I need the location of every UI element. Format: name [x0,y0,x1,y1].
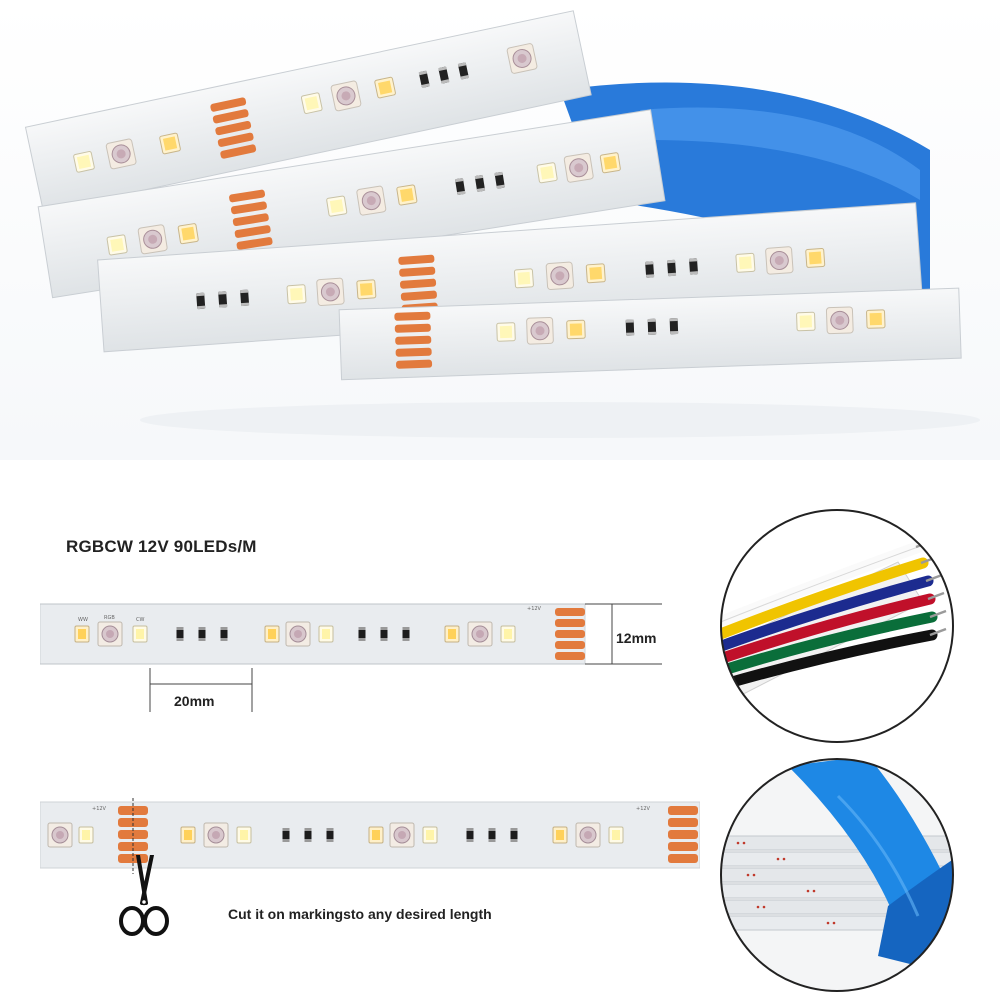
cw-marking: CW [136,617,144,623]
wires-inset-photo [720,509,954,743]
led-strip-reel-photo [0,0,1000,460]
ww-marking: WW [78,617,88,623]
strip-dimension-diagram: WW RGB CW +12V [40,603,662,712]
width-dimension-label: 12mm [616,630,657,646]
scissors-icon [119,855,169,936]
strip-cut-diagram: +12V +12V [40,798,700,874]
adhesive-tape-inset-photo [720,758,954,992]
voltage-marking-right: +12V [636,806,651,812]
voltage-marking-left: +12V [92,806,107,812]
voltage-marking: +12V [527,606,542,612]
pitch-dimension-label: 20mm [174,693,215,709]
spec-title: RGBCW 12V 90LEDs/M [66,537,257,556]
rgb-marking: RGB [104,615,115,621]
cut-caption: Cut it on markingsto any desired length [228,906,492,922]
